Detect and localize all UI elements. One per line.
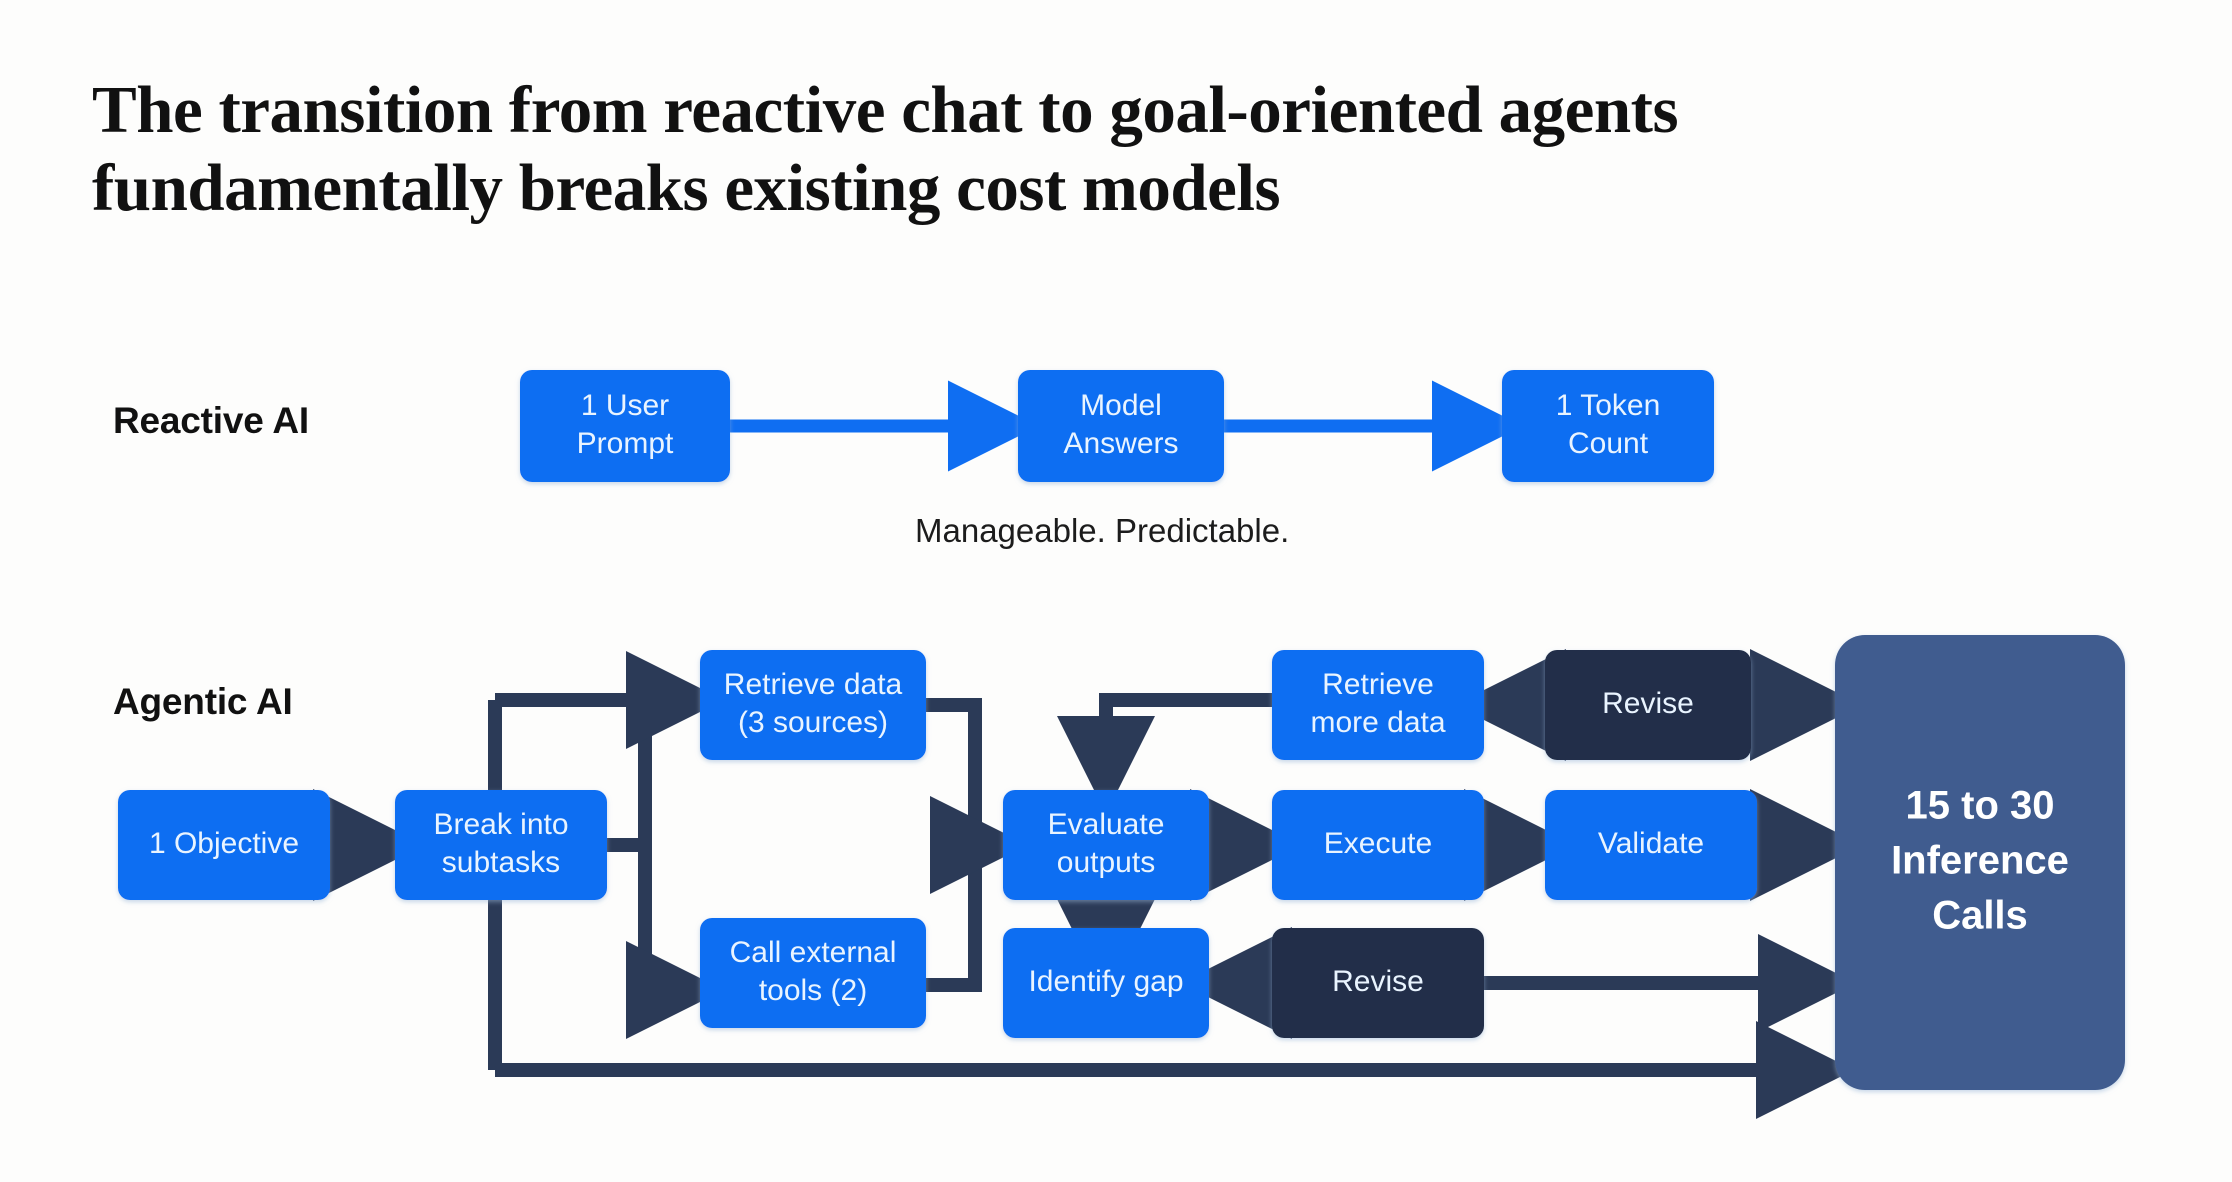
agentic-ai-row-label: Agentic AI — [113, 681, 293, 722]
connector-retrieve-more-to-evaluate — [1057, 693, 1272, 814]
node-objective-rect — [118, 790, 330, 900]
node-model-answers-rect — [1018, 370, 1224, 482]
agentic-connectors — [313, 649, 1862, 1119]
node-retrieve-data-rect — [700, 650, 926, 760]
node-validate-label: Validate — [1598, 827, 1704, 860]
reactive-ai-row-label: Reactive AI — [113, 400, 309, 441]
node-revise-top-label: Revise — [1602, 687, 1694, 720]
page-title: The transition from reactive chat to goa… — [92, 73, 1679, 225]
node-identify-gap-rect — [1003, 928, 1209, 1038]
node-token-count-rect — [1502, 370, 1714, 482]
node-execute[interactable]: Execute — [1272, 790, 1484, 900]
node-revise-bottom-rect — [1272, 928, 1484, 1038]
node-inference-calls-rect — [1835, 635, 2125, 1090]
node-retrieve-data-label: Retrieve data(3 sources) — [724, 668, 903, 739]
node-user-prompt-rect — [520, 370, 730, 482]
node-revise-bottom[interactable]: Revise — [1272, 928, 1484, 1038]
node-validate[interactable]: Validate — [1545, 790, 1757, 900]
node-evaluate-outputs-rect — [1003, 790, 1209, 900]
node-revise-bottom-label: Revise — [1332, 965, 1424, 998]
node-execute-label: Execute — [1324, 827, 1432, 860]
node-identify-gap[interactable]: Identify gap — [1003, 928, 1209, 1038]
node-identify-gap-label: Identify gap — [1028, 965, 1183, 998]
node-execute-rect — [1272, 790, 1484, 900]
connector-call-tools-merge — [926, 845, 982, 992]
node-break-subtasks-rect — [395, 790, 607, 900]
node-retrieve-data[interactable]: Retrieve data(3 sources) — [700, 650, 926, 760]
node-objective-label: 1 Objective — [149, 827, 299, 860]
node-revise-top-rect — [1545, 650, 1751, 760]
node-call-tools-rect — [700, 918, 926, 1028]
connector-retrieve-data-merge — [926, 698, 982, 845]
node-revise-top[interactable]: Revise — [1545, 650, 1751, 760]
node-retrieve-more-rect — [1272, 650, 1484, 760]
node-objective[interactable]: 1 Objective — [118, 790, 330, 900]
node-validate-rect — [1545, 790, 1757, 900]
reactive-ai-caption: Manageable. Predictable. — [915, 512, 1290, 549]
